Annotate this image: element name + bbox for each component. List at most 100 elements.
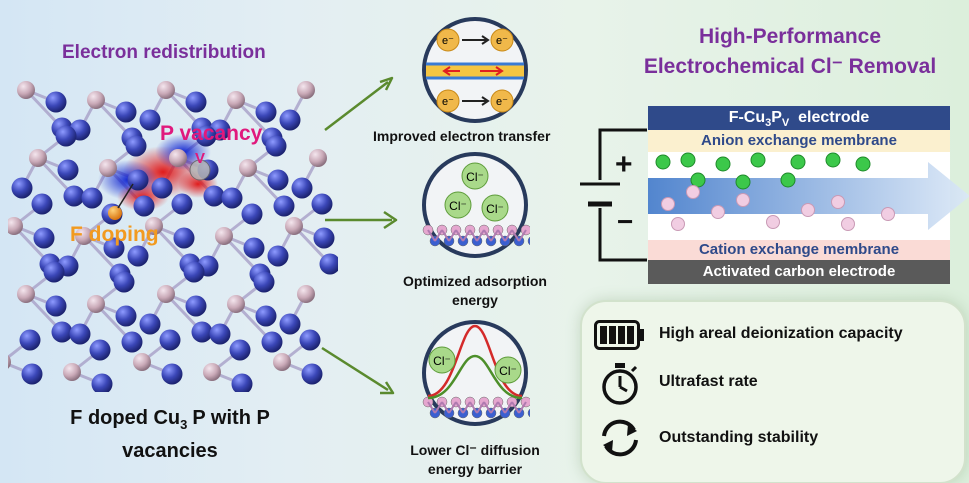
p-atom	[17, 81, 35, 99]
cu-atom	[91, 373, 113, 392]
cu-atom	[45, 91, 67, 113]
cu-surface-atom	[527, 236, 530, 246]
cu-atom	[241, 203, 263, 225]
svg-text:e⁻: e⁻	[442, 96, 454, 108]
cu-atom	[19, 329, 41, 351]
feature-label: Ultrafast rate	[659, 373, 758, 390]
cu-atom	[51, 321, 73, 343]
cu-atom	[221, 187, 243, 209]
cu-atom	[319, 253, 338, 275]
p-vacancy-label: P vacancy	[160, 122, 263, 145]
p-atom	[8, 217, 23, 235]
p-atom	[145, 217, 163, 235]
cu-atom	[125, 135, 147, 157]
cl-ion	[680, 152, 696, 168]
p-atom	[29, 149, 47, 167]
p-atom	[297, 81, 315, 99]
stopwatch-icon	[602, 363, 638, 405]
cation	[671, 217, 685, 231]
cu-atom	[31, 193, 53, 215]
cation	[831, 195, 845, 209]
svg-text:Cl⁻: Cl⁻	[449, 199, 467, 213]
cation-membrane: Cation exchange membrane	[648, 240, 950, 260]
cu-atom	[139, 109, 161, 131]
cu-atom	[255, 101, 277, 123]
cu-atom	[159, 329, 181, 351]
feature-label: Outstanding stability	[659, 429, 819, 446]
cu-atom	[81, 187, 103, 209]
features-box: High areal deionization capacity Ultrafa…	[580, 300, 966, 483]
vacancy-v-label: V	[195, 150, 206, 167]
arrow-to-diffusion	[321, 346, 389, 392]
cl-ion	[790, 154, 806, 170]
p-atom	[227, 295, 245, 313]
p-atom	[215, 227, 233, 245]
p-atom	[63, 363, 81, 381]
svg-text:Cl⁻: Cl⁻	[433, 354, 451, 368]
crystal-lattice	[8, 81, 338, 392]
cu-atom	[43, 261, 65, 283]
p-atom	[75, 227, 93, 245]
p-atom	[157, 81, 175, 99]
cycle-arrows-icon	[602, 419, 638, 457]
p-atom	[8, 355, 11, 369]
cu-atom	[115, 101, 137, 123]
cu-atom	[311, 193, 333, 215]
cu-atom	[89, 339, 111, 361]
cu-atom	[185, 295, 207, 317]
device-stack: F-Cu3PV electrode Anion exchange membran…	[648, 106, 969, 284]
feature-label: High areal deionization capacity	[659, 325, 903, 342]
cu-atom	[127, 245, 149, 267]
cu-atom	[115, 305, 137, 327]
svg-text:e⁻: e⁻	[442, 35, 454, 47]
cu-atom	[57, 159, 79, 181]
cu-atom	[273, 195, 295, 217]
cl-ion	[825, 152, 841, 168]
adsorption-panel: Cl⁻ Cl⁻ Cl⁻	[422, 152, 530, 258]
cu-atom	[161, 363, 183, 385]
cu-atom	[231, 373, 253, 392]
cu-atom	[195, 125, 217, 147]
p-atom	[285, 217, 303, 235]
electron-row-top: e⁻ e⁻	[436, 28, 514, 52]
cation	[801, 203, 815, 217]
carbon-electrode: Activated carbon electrode	[648, 260, 950, 284]
cu-atom	[313, 227, 335, 249]
connector-arrows	[321, 76, 398, 395]
cu-atom	[133, 195, 155, 217]
p-atom	[17, 285, 35, 303]
cu-atom	[11, 177, 33, 199]
cation	[766, 215, 780, 229]
electron-transfer-panel: e⁻ e⁻ e⁻ e⁻	[422, 17, 528, 123]
cu-atom	[55, 125, 77, 147]
cu-atom	[229, 339, 251, 361]
svg-text:e⁻: e⁻	[496, 35, 508, 47]
p-atom	[227, 91, 245, 109]
cu-atom	[139, 313, 161, 335]
f-dopant-atom	[108, 206, 122, 220]
cl-ion	[855, 156, 871, 172]
cu-atom	[203, 185, 225, 207]
cu-atom	[113, 271, 135, 293]
cu-atom	[185, 91, 207, 113]
p-atom	[273, 353, 291, 371]
top-electrode: F-Cu3PV electrode	[648, 106, 950, 130]
chloride-ions: Cl⁻ Cl⁻ Cl⁻	[444, 162, 509, 222]
cu-atom	[261, 331, 283, 353]
arrow-to-transfer	[324, 81, 389, 131]
circuit-wires	[580, 128, 647, 262]
cu-atom	[173, 227, 195, 249]
cu-atom	[121, 331, 143, 353]
cu-atom	[33, 227, 55, 249]
cation	[841, 217, 855, 231]
cation	[711, 205, 725, 219]
f-doping-pointer	[117, 183, 134, 209]
p-atom	[87, 91, 105, 109]
p-atom	[99, 159, 117, 177]
electron-row-bottom: e⁻ e⁻	[436, 89, 514, 113]
cl-ion	[735, 174, 751, 190]
cu-atom	[171, 193, 193, 215]
